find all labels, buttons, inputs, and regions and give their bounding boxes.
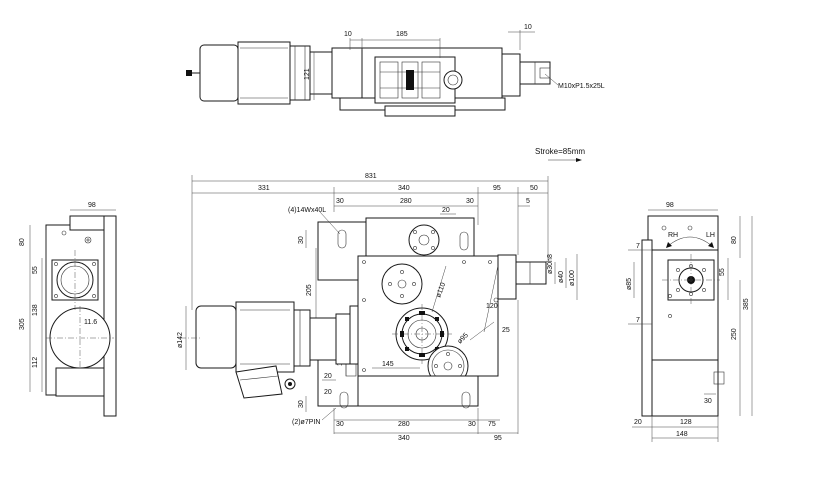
top-coupling	[309, 51, 333, 95]
dim-right-d85: ø85	[626, 278, 633, 290]
dim-front-d30h8: ø30h8	[547, 254, 554, 274]
left-base	[103, 215, 117, 417]
front-upper-circle	[381, 263, 423, 305]
dim-front-831: 831	[365, 173, 377, 180]
dim-front-5: 5	[526, 198, 530, 205]
top-motor-can	[237, 41, 291, 105]
front-slot-bottom-right	[461, 391, 471, 409]
top-window	[374, 56, 456, 104]
dim-front-30-b1: 30	[336, 421, 344, 428]
front-motor-body	[195, 305, 237, 369]
dim-front-340-top: 340	[398, 185, 410, 192]
dim-front-d100: ø100	[569, 270, 576, 286]
top-motor-body	[199, 44, 239, 102]
dim-left-55: 55	[32, 266, 39, 274]
dim-top-185: 185	[396, 31, 408, 38]
dim-front-280-bot: 280	[398, 421, 410, 428]
dim-right-7a: 7	[636, 243, 640, 250]
right-base	[641, 239, 653, 417]
dim-front-331: 331	[258, 185, 270, 192]
dim-left-112: 112	[32, 357, 39, 368]
dim-left-305: 305	[19, 318, 26, 330]
front-top-flange	[408, 224, 440, 256]
dim-right-30: 30	[704, 398, 712, 405]
dim-top-10b: 10	[524, 24, 532, 31]
dim-front-95-bot: 95	[494, 435, 502, 442]
rotation-rh: RH	[668, 232, 678, 239]
dim-front-30-tl: 30	[336, 198, 344, 205]
dim-front-145: 145	[382, 361, 394, 368]
right-view: RH LH 98 80 55 385 250 7 7 ø85 30 20	[626, 202, 753, 442]
dim-left-80: 80	[19, 238, 26, 246]
dim-left-138: 138	[32, 304, 39, 316]
front-terminal-box	[235, 365, 283, 399]
left-view: 11.6 98 80 55 138 305 112	[19, 202, 117, 417]
dim-front-95-top: 95	[493, 185, 501, 192]
dim-front-205: 205	[306, 284, 313, 296]
front-slot-bottom-left	[339, 391, 349, 409]
dim-front-20-top: 20	[442, 207, 450, 214]
top-output-housing	[501, 53, 521, 97]
dim-front-30-bot: 30	[298, 400, 305, 408]
dim-front-d40: ø40	[558, 271, 565, 283]
rotation-lh: LH	[706, 232, 715, 239]
slot-label: (4)14Wx40L	[288, 207, 326, 214]
dim-front-d110: ø110	[435, 282, 447, 299]
dim-right-148: 148	[676, 431, 688, 438]
top-view: 10 185 10 121 M10xP1.5x25L	[186, 24, 605, 117]
dim-front-25: 25	[502, 327, 510, 334]
rotation-arc	[667, 236, 713, 247]
dim-front-30-tr: 30	[466, 198, 474, 205]
front-slot-top-left	[337, 229, 347, 249]
front-lower-housing	[347, 375, 479, 407]
stroke-label: Stroke=85mm	[535, 147, 585, 156]
front-output-shaft	[515, 261, 547, 285]
dim-right-128: 128	[680, 419, 692, 426]
dim-front-120: 120	[486, 303, 498, 310]
dim-right-55: 55	[719, 268, 726, 276]
dim-right-385: 385	[743, 298, 750, 310]
dim-front-30-b2: 30	[468, 421, 476, 428]
dim-left-98: 98	[88, 202, 96, 209]
front-motor: ø142	[177, 301, 359, 399]
pin-label: (2)ø7PIN	[292, 419, 320, 426]
dim-front-280-top: 280	[400, 198, 412, 205]
dim-top-121: 121	[304, 68, 311, 80]
dim-right-20: 20	[634, 419, 642, 426]
top-motor-plug	[186, 70, 192, 76]
dim-front-340-bot: 340	[398, 435, 410, 442]
dim-front-75: 75	[488, 421, 496, 428]
dim-front-20-low: 20	[324, 373, 332, 380]
dim-front-d142: ø142	[177, 332, 184, 348]
front-output-housing	[497, 254, 517, 300]
top-bearing-circle	[443, 70, 463, 90]
dim-right-250: 250	[731, 328, 738, 340]
dim-front-50: 50	[530, 185, 538, 192]
dim-top-10a: 10	[344, 31, 352, 38]
front-motor-can	[235, 301, 295, 373]
dim-left-11-6: 11.6	[84, 319, 97, 326]
front-view: 831 331 340 95 50 30 280 30 5 20 (4)14Wx…	[177, 173, 578, 442]
front-slot-top-right	[459, 231, 469, 251]
dim-right-7b: 7	[636, 317, 640, 324]
thread-label: M10xP1.5x25L	[558, 83, 605, 90]
stroke-annotation: Stroke=85mm	[535, 147, 585, 162]
dim-front-30-side: 30	[298, 236, 305, 244]
dim-right-80: 80	[731, 236, 738, 244]
dim-right-98: 98	[666, 202, 674, 209]
dim-front-20-bl: 20	[324, 389, 332, 396]
